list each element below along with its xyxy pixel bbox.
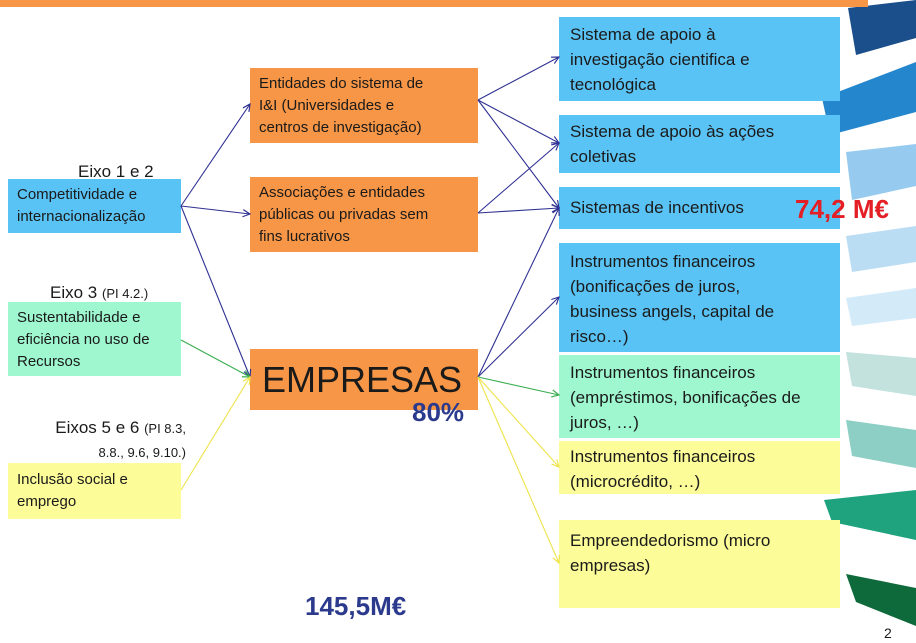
source-box-text: Inclusão social e emprego: [17, 471, 128, 510]
source-box-inclusao: Inclusão social e emprego: [8, 463, 181, 519]
instrument-box-investigacao: Sistema de apoio à investigação cientifi…: [559, 17, 840, 101]
instrument-box-text: Empreendedorismo (micro empresas): [570, 531, 771, 575]
beneficiary-box-associacoes: Associações e entidades públicas ou priv…: [250, 177, 478, 252]
source-box-text: Competitividade e internacionalização: [17, 186, 146, 225]
incentivos-amount: 74,2 M€: [795, 194, 889, 224]
instrument-box-text: Instrumentos financeiros (microcrédito, …: [570, 447, 756, 491]
instrument-box-microcredito: Instrumentos financeiros (microcrédito, …: [559, 441, 840, 494]
instrument-box-text: Sistemas de incentivos: [570, 198, 744, 217]
instrument-box-empreendedorismo: Empreendedorismo (micro empresas): [559, 520, 840, 608]
decorative-stripe: [824, 490, 916, 540]
page-number: 2: [884, 625, 892, 641]
axis-label-text: Eixos 5 e 6: [55, 418, 140, 437]
axis-label-3: Eixo 3 (PI 4.2.): [50, 281, 148, 305]
instrument-box-emprestimos: Instrumentos financeiros (empréstimos, b…: [559, 355, 840, 438]
header-bar: [0, 0, 868, 7]
beneficiary-box-entidades: Entidades do sistema de I&I (Universidad…: [250, 68, 478, 143]
instrument-box-incentivos: Sistemas de incentivos: [559, 187, 840, 229]
axis-label-5-6: Eixos 5 e 6 (PI 8.3, 8.8., 9.6, 9.10.): [20, 416, 186, 464]
instrument-box-text: Sistema de apoio às ações coletivas: [570, 122, 775, 166]
decorative-stripe: [822, 62, 916, 135]
axis-label-text: Eixo 3: [50, 283, 98, 302]
decorative-stripe: [846, 352, 916, 396]
decorative-stripe: [846, 574, 916, 626]
axis-label-text: Eixo 1 e 2: [78, 162, 154, 181]
decorative-stripe: [846, 420, 916, 468]
beneficiary-box-text: EMPRESAS: [262, 359, 463, 400]
total-amount: 145,5M€: [305, 591, 407, 621]
decorative-stripe: [846, 144, 916, 200]
decorative-stripe: [846, 288, 916, 326]
beneficiary-box-text: Associações e entidades públicas ou priv…: [259, 184, 429, 245]
source-box-competitividade: Competitividade e internacionalização: [8, 179, 181, 233]
instrument-box-text: Instrumentos financeiros (empréstimos, b…: [570, 363, 801, 432]
instrument-box-text: Sistema de apoio à investigação cientifi…: [570, 25, 750, 94]
instrument-box-text: Instrumentos financeiros (bonificações d…: [570, 252, 775, 346]
decorative-stripe: [846, 226, 916, 272]
decorative-stripe: [848, 0, 916, 55]
instrument-box-acoes-coletivas: Sistema de apoio às ações coletivas: [559, 115, 840, 173]
instrument-box-bonificacoes: Instrumentos financeiros (bonificações d…: [559, 243, 840, 352]
axis-label-note: (PI 4.2.): [101, 286, 149, 301]
source-box-sustentabilidade: Sustentabilidade e eficiência no uso de …: [8, 302, 181, 376]
beneficiary-box-empresas: EMPRESAS: [250, 349, 478, 410]
beneficiary-box-text: Entidades do sistema de I&I (Universidad…: [259, 75, 424, 136]
empresas-share: 80%: [412, 397, 465, 427]
axis-label-1-2: Eixo 1 e 2: [78, 160, 154, 183]
source-box-text: Sustentabilidade e eficiência no uso de …: [17, 309, 150, 370]
